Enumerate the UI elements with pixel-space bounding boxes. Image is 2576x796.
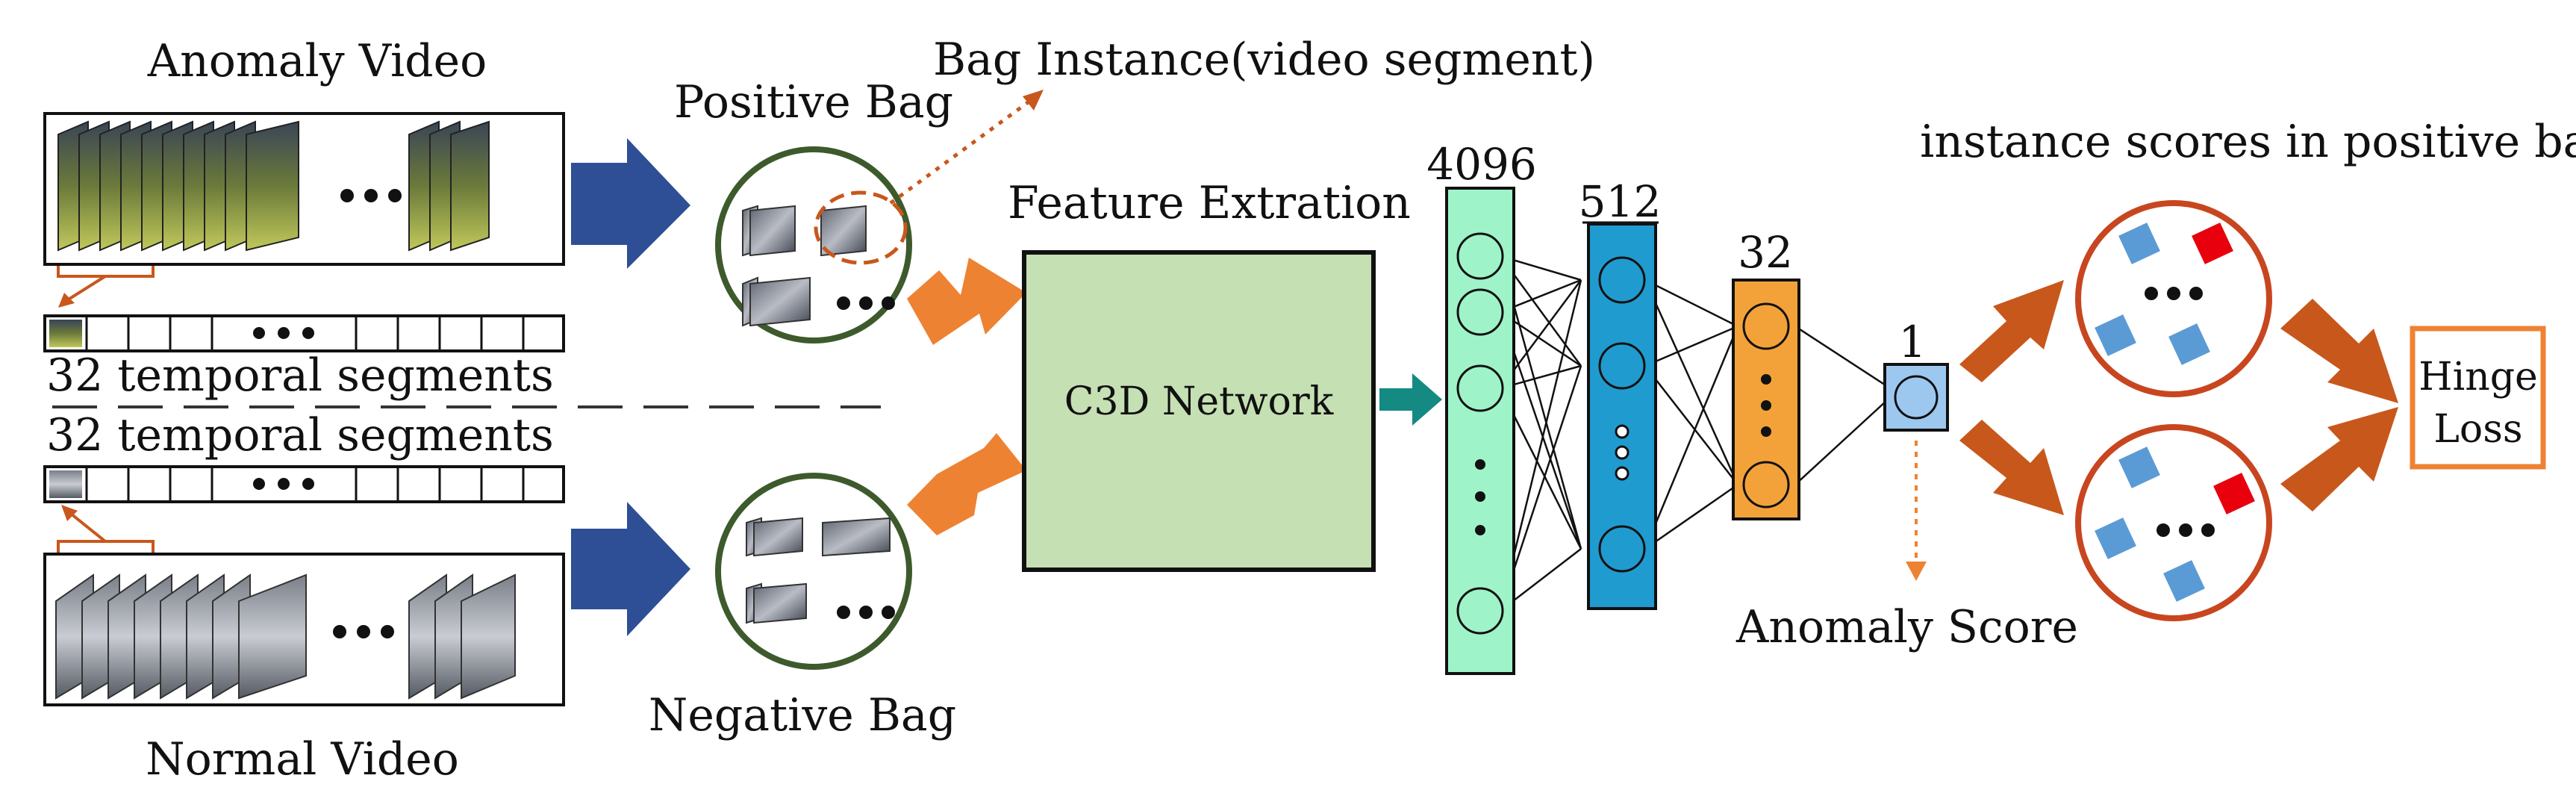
layer-32-nodes <box>1742 302 1790 509</box>
positive-bag-ellipsis <box>837 296 895 310</box>
temporal-segments-label-bottom: 32 temporal segments <box>46 409 554 461</box>
orange-arrow-top <box>907 258 1026 345</box>
instance-scores-bottom-marks <box>2095 447 2255 602</box>
anomaly-segment-arrowhead <box>58 293 75 308</box>
bag-instance-highlight <box>814 190 908 265</box>
anomaly-score-arrowhead <box>1906 562 1927 581</box>
brown-arrow-to-loss-bottom <box>2280 407 2398 512</box>
layer-32-ellipsis <box>1761 374 1771 437</box>
normal-segment-bracket <box>57 512 155 553</box>
normal-video-thumbnails <box>55 573 516 700</box>
anomaly-segment-bracket <box>57 266 155 302</box>
layer-512-nodes <box>1598 256 1646 573</box>
anomaly-score-label: Anomaly Score <box>1735 601 2078 653</box>
layer-512-ellipsis <box>1615 424 1630 481</box>
anomaly-video-label: Anomaly Video <box>147 35 487 87</box>
blue-arrow-top <box>571 138 690 269</box>
normal-segment-arrowhead <box>61 505 78 521</box>
bag-instance-label: Bag Instance(video segment) <box>933 34 1595 86</box>
brown-arrow-to-loss-top <box>2280 299 2398 403</box>
layer-1-label: 1 <box>1899 317 1927 367</box>
positive-bag-label: Positive Bag <box>674 76 953 128</box>
negative-bag-ellipsis <box>837 606 895 619</box>
negative-bag-clips <box>746 517 891 624</box>
c3d-network-box <box>1022 250 1376 572</box>
network-connections <box>1499 255 1897 612</box>
hinge-loss-box <box>2410 326 2546 470</box>
anomaly-video-thumbnails <box>57 120 490 252</box>
temporal-segments-label-top: 32 temporal segments <box>46 349 554 402</box>
bag-instance-arrowhead <box>1023 90 1044 111</box>
layer-32-label: 32 <box>1738 227 1793 278</box>
instance-scores-label: instance scores in positive bag <box>1920 116 2576 168</box>
output-node <box>1894 375 1939 420</box>
positive-bag-clips <box>742 205 867 327</box>
normal-video-label: Normal Video <box>146 733 459 786</box>
normal-ellipsis <box>333 625 394 638</box>
brown-arrow-bottom <box>1959 420 2064 515</box>
c3d-network-label: C3D Network <box>1064 379 1334 424</box>
temporal-segments-strip-bottom <box>43 465 565 503</box>
hinge-loss-label-line1: Hinge <box>2418 355 2538 399</box>
blue-arrow-bottom <box>571 502 690 636</box>
negative-bag-circle <box>715 473 912 670</box>
feature-extraction-label: Feature Extration <box>1008 177 1411 229</box>
anomaly-ellipsis <box>340 189 402 202</box>
layer-4096-nodes <box>1456 232 1504 635</box>
negative-bag-label: Negative Bag <box>649 689 956 741</box>
layer-512-label: 512 <box>1579 176 1662 227</box>
instance-scores-top-marks <box>2095 223 2233 365</box>
hinge-loss-label-line2: Loss <box>2433 407 2522 452</box>
brown-arrow-top <box>1959 280 2064 382</box>
teal-arrow <box>1379 373 1442 426</box>
orange-arrow-bottom <box>907 433 1026 535</box>
layer-4096-ellipsis <box>1475 459 1485 535</box>
layer-4096-label: 4096 <box>1426 139 1537 190</box>
temporal-segments-strip-top <box>43 314 565 352</box>
